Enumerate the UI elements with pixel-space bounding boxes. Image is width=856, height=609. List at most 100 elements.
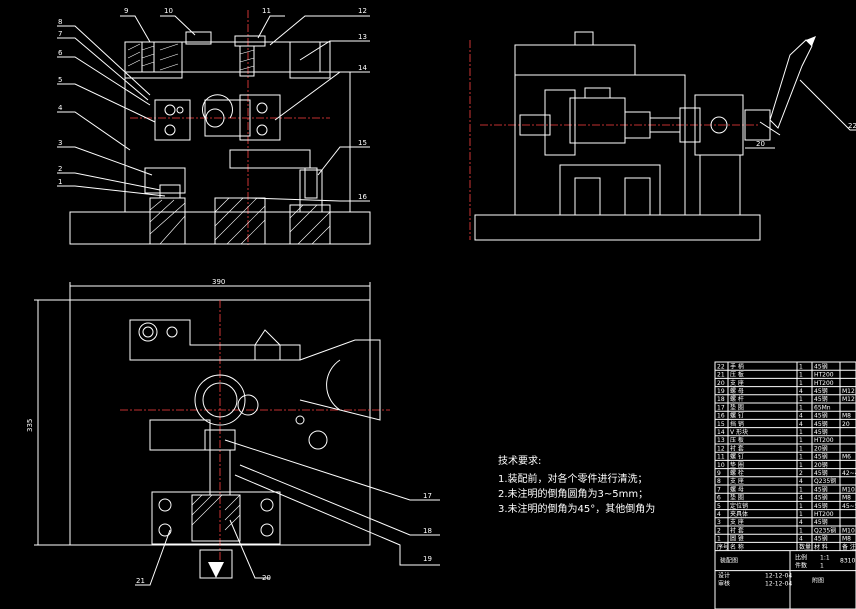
bom-cell: 4 — [799, 519, 803, 526]
side-view: 20 22 — [469, 31, 856, 241]
bom-cell: 挡 销 — [730, 420, 744, 428]
bom-cell: HT200 — [814, 372, 834, 379]
bom-cell: 螺 杆 — [730, 395, 744, 403]
callout-22: 22 — [848, 122, 856, 130]
title-block-cell: 附图 — [812, 577, 824, 585]
callout-5: 5 — [58, 76, 62, 84]
bom-cell: M12 — [842, 396, 855, 403]
bom-cell: 20钢 — [814, 461, 828, 469]
callout-4: 4 — [58, 104, 63, 112]
bom-cell: M8 — [842, 413, 851, 420]
callout-18: 18 — [423, 527, 432, 535]
callout-12: 12 — [358, 7, 367, 15]
bom-cell: 14 — [717, 429, 725, 436]
title-block-cell: 设计 — [718, 572, 730, 580]
bom-cell: 1 — [799, 454, 803, 461]
callout-7: 7 — [58, 30, 62, 38]
bom-cell: 1 — [799, 429, 803, 436]
front-view: 8 7 6 5 4 3 2 1 9 10 11 12 13 14 15 16 — [57, 7, 371, 245]
bom-cell: M8 — [842, 495, 851, 502]
bom-cell: 垫 圈 — [730, 403, 744, 411]
bom-cell: HT200 — [814, 511, 834, 518]
bom-cell: 螺 钉 — [730, 412, 744, 420]
bom-cell: 衬 套 — [730, 444, 744, 452]
title-block-cell: 件数 — [795, 562, 807, 570]
bom-cell: 45钢 — [814, 362, 828, 370]
callout-20: 20 — [262, 574, 271, 582]
bom-cell: M12 — [842, 388, 855, 395]
bom-header-cell: 备 注 — [842, 543, 856, 551]
bom-cell: 45钢 — [814, 420, 828, 428]
bom-cell: 45钢 — [814, 412, 828, 420]
bom-cell: 1 — [799, 503, 803, 510]
bom-cell: 42~4 — [842, 470, 856, 477]
bom-cell: HT200 — [814, 437, 834, 444]
bom-cell: 手 柄 — [730, 362, 744, 370]
bom-cell: 45钢 — [814, 518, 828, 526]
title-block-cell: 1:1 — [820, 555, 830, 562]
bom-cell: 支 座 — [730, 518, 744, 526]
callout-1: 1 — [58, 178, 62, 186]
bom-cell: 17 — [717, 404, 725, 411]
title-block-cell: 装配图 — [720, 557, 738, 565]
bom-cell: 1 — [799, 445, 803, 452]
callout-10: 10 — [164, 7, 173, 15]
bom-cell: 4 — [799, 495, 803, 502]
bom-cell: 1 — [799, 527, 803, 534]
callout-21: 21 — [136, 577, 145, 585]
bom-cell: 1 — [799, 462, 803, 469]
bom-cell: 45钢 — [814, 395, 828, 403]
bom-cell: M10 — [842, 527, 855, 534]
tech-title: 技术要求: — [498, 454, 541, 467]
callout-3: 3 — [58, 139, 62, 147]
bom-cell: 4 — [799, 421, 803, 428]
bom-cell: 65Mn — [814, 404, 831, 411]
callout-6: 6 — [58, 49, 63, 57]
bom-cell: 12 — [717, 445, 725, 452]
dim-height: 335 — [26, 419, 34, 432]
bom-cell: 3 — [717, 519, 721, 526]
bom-cell: 螺 钉 — [730, 453, 744, 461]
bom-cell: 1 — [799, 380, 803, 387]
bom-cell: M10 — [842, 486, 855, 493]
bom-header-cell: 数量 — [799, 543, 811, 551]
bom-cell: 1 — [799, 372, 803, 379]
tech-item-2: 2.未注明的倒角圆角为3~5mm； — [498, 487, 648, 500]
callout-11: 11 — [262, 7, 271, 15]
bom-cell: 45钢 — [814, 502, 828, 510]
callout-17: 17 — [423, 492, 432, 500]
bom-cell: 45钢 — [814, 494, 828, 502]
tech-requirements: 技术要求: 1.装配前，对各个零件进行清洗； 2.未注明的倒角圆角为3~5mm；… — [498, 454, 655, 515]
bom-cell: HT200 — [814, 380, 834, 387]
bom-cell: 夹具体 — [730, 510, 748, 518]
bom-cell: 1 — [799, 363, 803, 370]
bom-cell: 45钢 — [814, 387, 828, 395]
callout-16: 16 — [358, 193, 367, 201]
title-block-cell: 比例 — [795, 554, 807, 562]
bom-cell: Q235钢 — [814, 477, 836, 485]
bom-cell: 2 — [799, 470, 803, 477]
bom-cell: 支 座 — [730, 379, 744, 387]
bom-cell: 1 — [799, 437, 803, 444]
bom-cell: 15 — [717, 421, 725, 428]
bom-cell: 45钢 — [814, 453, 828, 461]
bom-cell: Q235钢 — [814, 526, 836, 534]
bom-cell: 垫 圈 — [730, 494, 744, 502]
bom-cell: 1 — [799, 486, 803, 493]
bom-cell: 支 座 — [730, 477, 744, 485]
bom-cell: 11 — [717, 454, 725, 461]
bom-cell: 4 — [799, 388, 803, 395]
title-block-cell: 8310 — [840, 558, 855, 565]
bom-cell: 1 — [799, 511, 803, 518]
bom-cell: M6 — [842, 454, 851, 461]
callout-13: 13 — [358, 33, 367, 41]
bom-cell: M8 — [842, 536, 851, 543]
bom-cell: 螺 母 — [730, 485, 744, 493]
bom-cell: 4 — [799, 536, 803, 543]
bom-cell: 45钢 — [814, 428, 828, 436]
callout-8: 8 — [58, 18, 62, 26]
bom-cell: 2 — [717, 527, 721, 534]
bom-header-cell: 序号 — [717, 543, 729, 551]
bom-cell: 45钢 — [814, 535, 828, 543]
